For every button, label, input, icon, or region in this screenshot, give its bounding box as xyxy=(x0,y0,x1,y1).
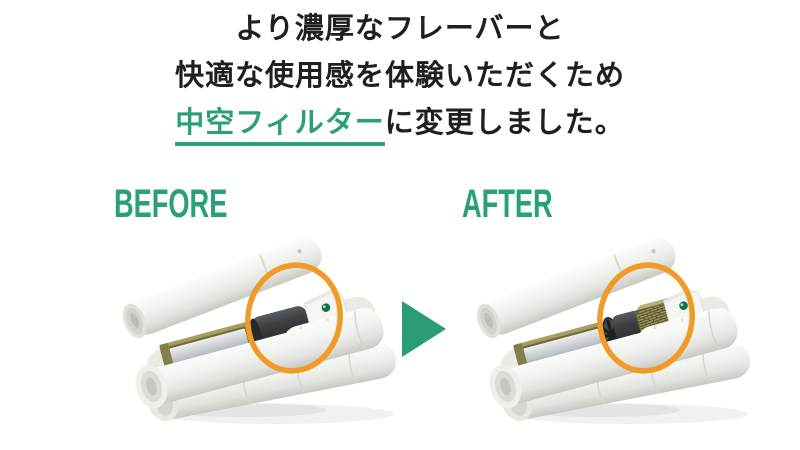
after-product-cutaway-illustration xyxy=(476,238,750,424)
rolled-paper-end xyxy=(489,364,522,409)
before-product-cutaway-illustration xyxy=(122,238,396,424)
stick-logo-dot xyxy=(651,249,656,254)
highlight-circle xyxy=(245,262,343,374)
headline-line-3-rest: に変更しました。 xyxy=(384,107,625,139)
arrow-right-icon xyxy=(402,301,446,357)
headline-keyword-underlined: 中空フィルター xyxy=(175,107,385,146)
headline-line-1: より濃厚なフレーバーと xyxy=(235,13,565,45)
headline-line-2: 快適な使用感を体験いただくため xyxy=(174,60,625,92)
headline: より濃厚なフレーバーと 快適な使用感を体験いただくため 中空フィルターに変更しま… xyxy=(0,6,800,147)
before-label: BEFORE xyxy=(114,182,228,226)
highlight-circle xyxy=(597,262,695,374)
intact-stick xyxy=(476,238,676,339)
headline-line-3: 中空フィルターに変更しました。 xyxy=(0,100,800,147)
after-label: AFTER xyxy=(462,182,553,226)
rolled-paper-end xyxy=(135,364,168,409)
stick-logo-dot xyxy=(297,249,302,254)
intact-stick xyxy=(122,238,322,339)
